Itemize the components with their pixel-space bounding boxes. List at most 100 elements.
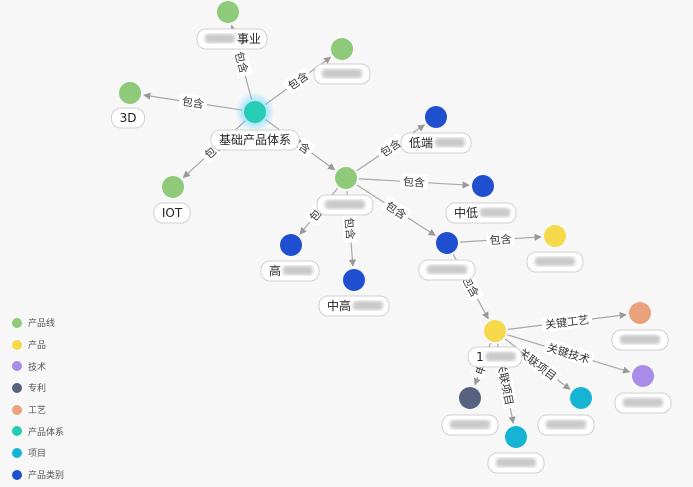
node-label: 1: [476, 350, 484, 364]
node-pl3[interactable]: 3D: [111, 82, 145, 129]
node-circle[interactable]: [162, 176, 184, 198]
node-label-box: 3D: [111, 107, 145, 129]
redacted-text: [480, 208, 511, 217]
legend-item[interactable]: 技术: [12, 355, 64, 377]
node-pl2[interactable]: [313, 38, 371, 85]
edge-label-text: 包含: [342, 217, 358, 240]
redacted-text: [450, 420, 490, 429]
node-circle[interactable]: [472, 175, 494, 197]
node-circle[interactable]: [343, 269, 365, 291]
node-circle[interactable]: [335, 167, 357, 189]
redacted-text: [535, 257, 575, 266]
node-c4[interactable]: 中高: [318, 269, 390, 317]
node-label-box: 基础产品体系: [210, 129, 300, 151]
legend-label: 产品类别: [28, 471, 65, 482]
legend-dot-icon: [12, 317, 22, 328]
legend-item[interactable]: 产品类别: [12, 464, 64, 486]
node-label: 基础产品体系: [219, 133, 291, 147]
node-label-box: [418, 259, 476, 281]
edge-root-pl3[interactable]: 包含: [143, 92, 243, 112]
redacted-text: [283, 266, 314, 275]
legend-item[interactable]: 产品体系: [12, 420, 64, 442]
legend-label: 工艺: [28, 406, 47, 417]
node-circle[interactable]: [544, 225, 566, 247]
redacted-text: [325, 200, 365, 209]
node-circle[interactable]: [425, 106, 447, 128]
node-label: 3D: [120, 111, 137, 125]
node-circle[interactable]: [484, 320, 506, 342]
node-p2[interactable]: 1: [467, 320, 523, 368]
legend-dot-icon: [12, 447, 22, 458]
node-c5[interactable]: [418, 232, 476, 281]
legend-item[interactable]: 工艺: [12, 399, 64, 421]
legend-item[interactable]: 产品: [12, 334, 64, 356]
node-circle[interactable]: [331, 38, 353, 60]
node-c1[interactable]: 低端: [400, 106, 472, 154]
node-label-box: 中高: [318, 295, 390, 317]
node-t2[interactable]: [614, 365, 672, 414]
legend-dot-icon: [12, 361, 22, 372]
node-label-box: [526, 251, 584, 273]
legend-item[interactable]: 项目: [12, 442, 64, 464]
legend-item[interactable]: 产品线: [12, 312, 64, 334]
node-c2[interactable]: 中低: [445, 175, 517, 224]
legend-dot-icon: [12, 469, 22, 480]
node-pl4[interactable]: IOT: [153, 176, 191, 224]
node-label-box: [441, 414, 499, 436]
node-label-box: 1: [467, 346, 523, 368]
node-circle[interactable]: [436, 232, 458, 254]
edge-label: 包含: [381, 197, 412, 223]
node-label-box: [611, 329, 669, 351]
edge-p2-t1[interactable]: 关键工艺: [507, 311, 627, 332]
node-label-box: 高: [260, 260, 320, 282]
legend-label: 产品: [28, 341, 47, 352]
edge-label-text: 包含: [181, 94, 205, 111]
redacted-text: [496, 458, 536, 467]
edge-label: 关键工艺: [541, 311, 593, 332]
node-label: 事业: [237, 32, 261, 46]
node-circle[interactable]: [119, 82, 141, 104]
edge-label: 包含: [342, 214, 359, 243]
edge-c5-p1[interactable]: 包含: [459, 230, 542, 248]
node-circle[interactable]: [570, 387, 592, 409]
node-label-box: [614, 392, 672, 414]
node-circle[interactable]: [629, 302, 651, 324]
node-t1[interactable]: [611, 302, 669, 351]
edge-pl5-c4[interactable]: 包含: [342, 190, 359, 267]
node-c3[interactable]: 高: [260, 234, 320, 282]
legend-label: 技术: [28, 362, 47, 373]
node-label: 低端: [409, 136, 433, 150]
node-p1[interactable]: [526, 225, 584, 273]
edge-label: 包含: [178, 92, 208, 112]
node-label: IOT: [162, 206, 183, 220]
node-pr2[interactable]: [487, 426, 545, 474]
node-pat1[interactable]: [441, 387, 499, 436]
edge-label-text: 包含: [232, 50, 251, 75]
node-label-box: [316, 194, 374, 216]
edge-label-text: 关键工艺: [544, 312, 589, 331]
node-pl1[interactable]: 事业: [196, 1, 268, 50]
edge-label: 包含: [283, 67, 313, 94]
edge-label: 包含: [399, 173, 429, 190]
edge-pl5-c2[interactable]: 包含: [358, 173, 470, 190]
legend-dot-icon: [12, 426, 22, 437]
node-circle[interactable]: [244, 101, 266, 123]
node-circle[interactable]: [505, 426, 527, 448]
node-root[interactable]: 基础产品体系: [210, 92, 300, 151]
node-label: 中高: [327, 298, 351, 313]
legend-label: 专利: [28, 384, 47, 395]
redacted-text: [485, 352, 516, 361]
node-circle[interactable]: [280, 234, 302, 256]
node-circle[interactable]: [217, 1, 239, 23]
node-pl5[interactable]: [316, 167, 374, 216]
legend-item[interactable]: 专利: [12, 377, 64, 399]
node-circle[interactable]: [459, 387, 481, 409]
legend-dot-icon: [12, 382, 22, 393]
node-pr1[interactable]: [537, 387, 595, 436]
redacted-text: [353, 301, 384, 310]
edges-layer: 包含包含包含包含包含包含包含包含包含包含包含包含关键工艺关键技术关联项目申请关联…: [143, 24, 631, 424]
node-circle[interactable]: [632, 365, 654, 387]
redacted-text: [620, 335, 660, 344]
